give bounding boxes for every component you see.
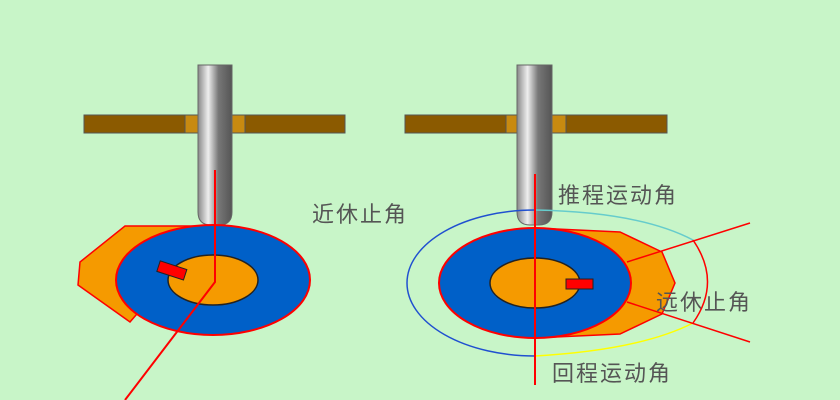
left-cam-mechanism (77, 64, 346, 400)
left-key (156, 260, 188, 281)
far-dwell-angle-label: 远休止角 (656, 291, 753, 316)
return-arc (534, 322, 694, 357)
far-dwell-start-line (626, 222, 751, 263)
rise-arc (534, 209, 694, 241)
far-dwell-arc (692, 239, 709, 324)
near-dwell-arc (406, 209, 536, 357)
left-reference-line (124, 170, 216, 400)
far-dwell-end-line (626, 301, 751, 343)
right-follower-rod (516, 64, 553, 226)
left-cam-hub (167, 254, 259, 306)
right-cam-mechanism (404, 64, 751, 385)
near-dwell-angle-label: 近休止角 (312, 203, 409, 228)
right-key (565, 278, 594, 290)
return-angle-label: 回程运动角 (552, 362, 673, 387)
rise-angle-label: 推程运动角 (558, 184, 679, 209)
